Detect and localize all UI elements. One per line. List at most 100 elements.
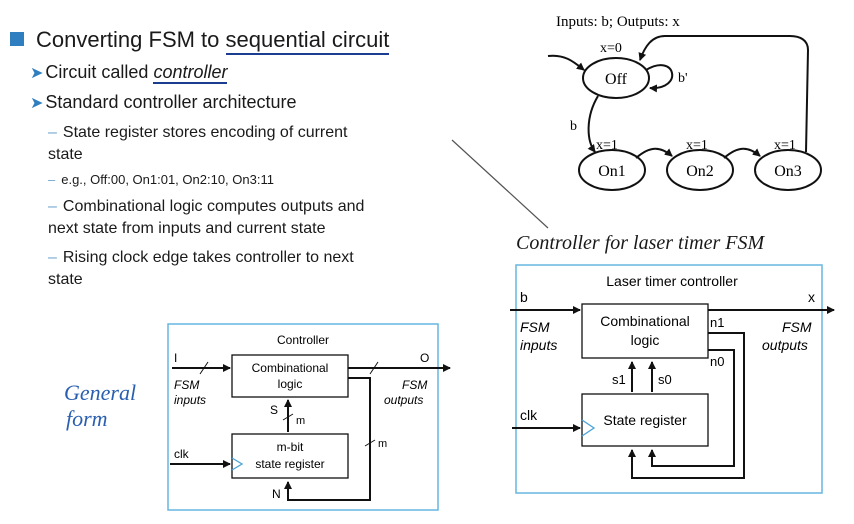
laser-inputs-line2: inputs [520, 337, 557, 353]
laser-n0-label: n0 [710, 354, 724, 369]
general-form-line1: General [64, 380, 137, 405]
fsm-diagram: Inputs: b; Outputs: x Off x=0 b' b On1 x… [547, 14, 822, 191]
laser-n1-label: n1 [710, 315, 724, 330]
sub-bullet-comb-logic: –Combinational logic computes outputs an… [48, 196, 364, 240]
laser-clk-label: clk [520, 407, 538, 423]
controller-term: controller [153, 62, 228, 84]
on2-to-on3-arrow [723, 147, 761, 159]
general-reg-line1: m-bit [277, 440, 304, 454]
laser-comb-line1: Combinational [600, 313, 690, 329]
dash-bullet-icon: – [48, 198, 57, 215]
off-output-label: x=0 [600, 41, 622, 56]
sub-bullet-rising-edge: –Rising clock edge takes controller to n… [48, 247, 354, 291]
on2-output-label: x=1 [686, 138, 708, 153]
sub-bullet-line: Combinational logic computes outputs and [62, 198, 365, 215]
general-comb-logic-box [231, 354, 349, 398]
general-clk-label: clk [174, 447, 190, 461]
laser-comb-line2: logic [631, 332, 660, 348]
general-inputs-line1: FSM [174, 378, 199, 392]
laser-s0-label: s0 [658, 372, 672, 387]
slide-title: Converting FSM to sequential circuit [36, 27, 390, 55]
self-loop-arrow [645, 64, 674, 93]
laser-outputs-line2: outputs [762, 337, 808, 353]
laser-box-title: Laser timer controller [606, 273, 738, 289]
off-to-on1-arrow [587, 95, 599, 153]
sub-bullet-line: e.g., Off:00, On1:01, On2:10, On3:11 [61, 172, 274, 187]
fsm-header: Inputs: b; Outputs: x [556, 14, 680, 30]
general-outputs-line1: FSM [402, 378, 427, 392]
dash-bullet-icon: – [48, 172, 56, 187]
pointer-line [451, 139, 549, 229]
title-prefix: Converting FSM to [36, 27, 226, 52]
self-loop-label: b' [678, 71, 688, 86]
general-m-label-1: m [296, 415, 305, 427]
state-on1-label: On1 [598, 163, 626, 180]
on1-to-on2-arrow [635, 147, 673, 159]
general-reg-line2: state register [255, 457, 324, 471]
laser-output-label: x [808, 289, 815, 305]
general-input-label: I [174, 351, 177, 365]
state-on3-label: On3 [774, 163, 802, 180]
clock-triangle-icon [231, 457, 244, 471]
sub-bullet-example: –e.g., Off:00, On1:01, On2:10, On3:11 [48, 172, 274, 187]
title-underlined: sequential circuit [225, 27, 390, 55]
bullet-text: Standard controller architecture [45, 92, 297, 112]
bus-slash [199, 361, 209, 375]
on1-output-label: x=1 [596, 138, 618, 153]
title-bullet-icon [10, 32, 24, 46]
general-state-label: S [270, 403, 278, 417]
sub-bullet-state-register: –State register stores encoding of curre… [48, 122, 348, 166]
general-next-state-wire [284, 377, 371, 501]
general-next-label: N [272, 487, 281, 501]
bus-slash [364, 439, 376, 447]
transition-b-label: b [570, 119, 577, 134]
general-output-label: O [420, 351, 429, 365]
on3-output-label: x=1 [774, 138, 796, 153]
bullet-standard-arch: ➤Standard controller architecture [30, 92, 297, 113]
laser-s1-label: s1 [612, 372, 626, 387]
sub-bullet-line: next state from inputs and current state [48, 220, 326, 237]
on3-to-off-arrow [638, 35, 810, 153]
laser-n0-feedback-wire [648, 349, 735, 467]
arrow-bullet-icon: ➤ [30, 65, 44, 82]
laser-caption: Controller for laser timer FSM [516, 232, 765, 254]
clock-triangle-icon [581, 419, 596, 437]
state-on2 [666, 149, 734, 191]
laser-state-register-box [581, 393, 709, 447]
sub-bullet-line: Rising clock edge takes controller to ne… [62, 249, 354, 266]
sub-bullet-line: State register stores encoding of curren… [62, 124, 348, 141]
laser-n1-feedback-wire [628, 332, 745, 479]
sub-bullet-line: state [48, 271, 83, 288]
general-form-line2: form [66, 406, 108, 431]
state-on1 [578, 149, 646, 191]
laser-reg-label: State register [603, 412, 687, 428]
general-state-register-box [231, 433, 349, 479]
general-outputs-line2: outputs [384, 393, 423, 407]
general-comb-line2: logic [278, 377, 303, 391]
general-box-title: Controller [277, 333, 329, 347]
state-on2-label: On2 [686, 163, 714, 180]
dash-bullet-icon: – [48, 124, 57, 141]
laser-comb-logic-box [581, 303, 709, 359]
general-controller-box [167, 323, 439, 511]
sub-bullet-line: state [48, 146, 83, 163]
arrow-bullet-icon: ➤ [30, 95, 44, 112]
laser-controller-box [515, 264, 823, 494]
bullet-circuit-called: ➤Circuit called controller [30, 62, 228, 84]
laser-outputs-line1: FSM [782, 319, 812, 335]
laser-input-label: b [520, 289, 528, 305]
state-off [582, 57, 650, 99]
bus-slash [282, 413, 294, 421]
laser-diagram: Laser timer controller Combinational log… [510, 264, 835, 494]
bullet-text: Circuit called [45, 62, 154, 82]
bus-slash [369, 361, 379, 375]
general-form-diagram: Controller Combinational logic I FSM inp… [167, 323, 451, 511]
general-form-label: General form [64, 380, 136, 432]
state-on3 [754, 149, 822, 191]
initial-arrow [547, 54, 585, 71]
general-inputs-line2: inputs [174, 393, 206, 407]
general-comb-line1: Combinational [252, 361, 329, 375]
state-off-label: Off [605, 71, 628, 88]
dash-bullet-icon: – [48, 249, 57, 266]
